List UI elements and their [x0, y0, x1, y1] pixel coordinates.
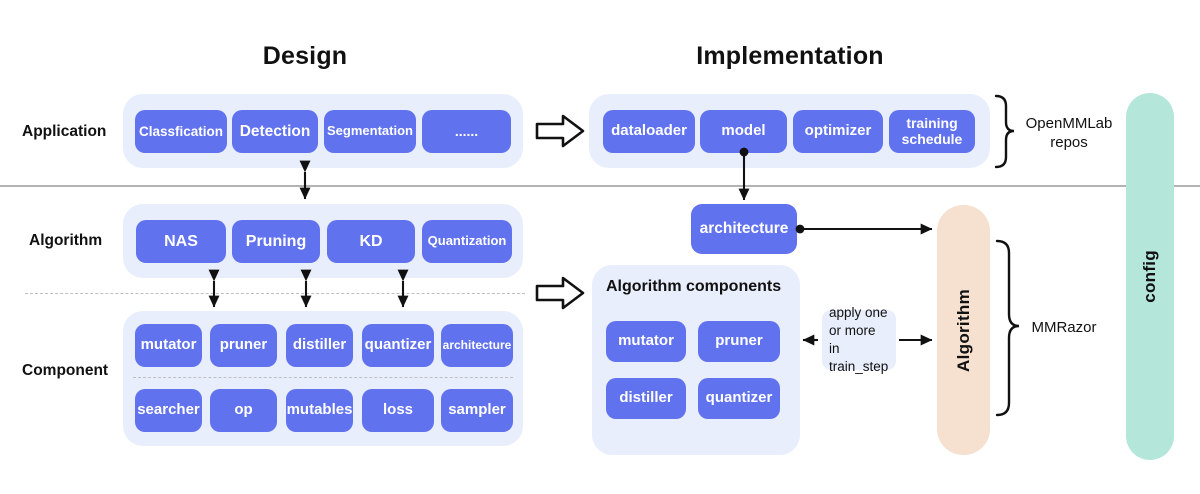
chip-mutator-design[interactable]: mutator	[135, 324, 202, 367]
chip-kd[interactable]: KD	[327, 220, 415, 263]
chip-distiller-design[interactable]: distiller	[286, 324, 353, 367]
chip-quantizer-design[interactable]: quantizer	[362, 324, 434, 367]
chip-training-schedule[interactable]: training schedule	[889, 110, 975, 153]
chip-dataloader[interactable]: dataloader	[603, 110, 695, 153]
block-arrow-component-icon	[535, 276, 585, 310]
brace-openmmlab-icon	[994, 94, 1015, 169]
chip-detection[interactable]: Detection	[232, 110, 318, 153]
chip-classfication[interactable]: Classfication	[135, 110, 227, 153]
chip-quantization[interactable]: Quantization	[422, 220, 512, 263]
algorithm-vertical-bar: Algorithm	[937, 205, 990, 455]
chip-model[interactable]: model	[700, 110, 787, 153]
algorithm-bar-label: Algorithm	[953, 288, 973, 372]
chip-ellipsis[interactable]: ......	[422, 110, 511, 153]
chip-pruning[interactable]: Pruning	[232, 220, 320, 263]
components-panel-title: Algorithm components	[606, 278, 782, 295]
chip-architecture-design[interactable]: architecture	[441, 324, 513, 367]
chip-sampler[interactable]: sampler	[441, 389, 513, 432]
heading-design: Design	[262, 42, 348, 70]
mmrazor-label: MMRazor	[1031, 319, 1097, 336]
chip-op[interactable]: op	[210, 389, 277, 432]
chip-pruner-impl[interactable]: pruner	[698, 321, 780, 362]
chip-searcher[interactable]: searcher	[135, 389, 202, 432]
chip-mutator-impl[interactable]: mutator	[606, 321, 686, 362]
divider-application-algorithm	[0, 185, 1200, 187]
openmmlab-repos-label: OpenMMLab repos	[1025, 115, 1113, 152]
chip-quantizer-impl[interactable]: quantizer	[698, 378, 780, 419]
row-label-algorithm: Algorithm	[29, 232, 103, 249]
config-bar-label: config	[1140, 250, 1159, 303]
chip-pruner-design[interactable]: pruner	[210, 324, 277, 367]
config-vertical-bar: config	[1126, 93, 1174, 460]
chip-optimizer[interactable]: optimizer	[793, 110, 883, 153]
chip-loss[interactable]: loss	[362, 389, 434, 432]
divider-algorithm-component	[25, 293, 525, 294]
apply-note-box: apply one or more in train_step	[822, 305, 896, 374]
row-label-application: Application	[22, 123, 107, 140]
chip-mutables[interactable]: mutables	[286, 389, 353, 432]
chip-nas[interactable]: NAS	[136, 220, 226, 263]
chip-distiller-impl[interactable]: distiller	[606, 378, 686, 419]
heading-implementation: Implementation	[696, 42, 884, 70]
apply-note-text: apply one or more in train_step	[829, 305, 889, 374]
chip-segmentation[interactable]: Segmentation	[324, 110, 416, 153]
row-label-component: Component	[22, 362, 109, 379]
chip-architecture-impl[interactable]: architecture	[691, 204, 797, 254]
brace-mmrazor-icon	[995, 239, 1020, 417]
component-panel-inner-divider	[133, 377, 513, 378]
block-arrow-application-icon	[535, 114, 585, 148]
